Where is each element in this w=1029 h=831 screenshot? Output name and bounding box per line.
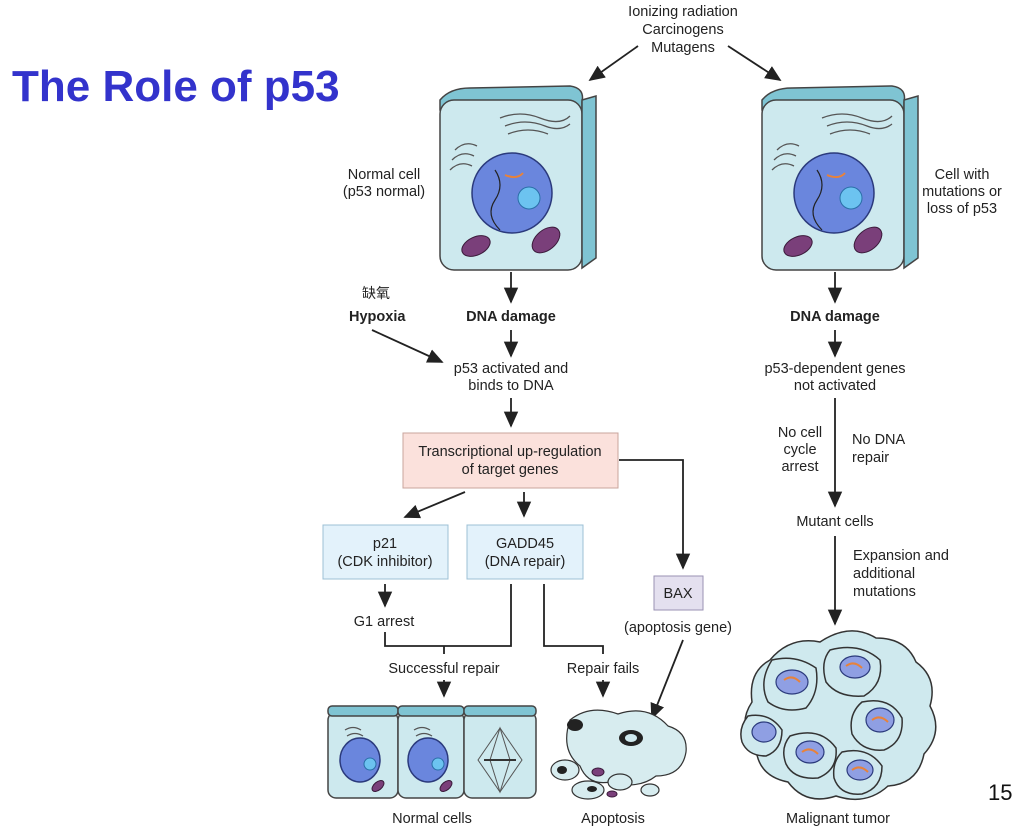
svg-text:mutations or: mutations or	[922, 184, 1002, 200]
gadd45-line1: GADD45	[496, 536, 554, 552]
svg-text:Ionizing radiation: Ionizing radiation	[628, 4, 738, 20]
g1-arrest-label: G1 arrest	[354, 614, 414, 630]
normal-cells-label: Normal cells	[392, 811, 472, 827]
svg-text:(p53 normal): (p53 normal)	[343, 184, 425, 200]
svg-text:binds to DNA: binds to DNA	[468, 378, 554, 394]
transcription-box	[402, 432, 619, 489]
svg-text:arrest: arrest	[781, 459, 818, 475]
normal-cells-illustration	[327, 705, 537, 799]
p21-box	[322, 524, 449, 580]
malignant-tumor-illustration	[740, 630, 937, 801]
slide-title: The Role of p53	[12, 62, 340, 111]
no-cell-cycle-arrest-label: No cell cycle arrest	[778, 425, 822, 475]
svg-text:Expansion and: Expansion and	[853, 548, 949, 564]
svg-text:additional: additional	[853, 566, 915, 582]
arrow-to-mutant-cell	[727, 45, 782, 81]
svg-text:p53-dependent genes: p53-dependent genes	[764, 361, 905, 377]
transcription-line2: of target genes	[462, 462, 559, 478]
gadd45-line2: (DNA repair)	[485, 554, 566, 570]
p53-activated-label: p53 activated and binds to DNA	[454, 361, 568, 394]
svg-text:Cell with: Cell with	[935, 167, 990, 183]
stimuli-label: Ionizing radiation Carcinogens Mutagens	[628, 4, 738, 56]
svg-text:loss of p53: loss of p53	[927, 201, 997, 217]
repair-fails-label: Repair fails	[567, 661, 640, 677]
normal-cell-illustration	[439, 85, 597, 271]
svg-text:Carcinogens: Carcinogens	[642, 22, 723, 38]
p21-line1: p21	[373, 536, 397, 552]
svg-text:Mutagens: Mutagens	[651, 40, 715, 56]
transcription-line1: Transcriptional up-regulation	[418, 444, 601, 460]
mutant-cell-illustration	[761, 85, 919, 271]
svg-text:p53 activated and: p53 activated and	[454, 361, 568, 377]
expansion-label: Expansion and additional mutations	[853, 548, 949, 600]
apoptosis-label: Apoptosis	[581, 811, 645, 827]
successful-repair-label: Successful repair	[388, 661, 499, 677]
apoptosis-illustration	[550, 709, 687, 800]
bax-label: BAX	[663, 586, 692, 602]
dna-damage-right-label: DNA damage	[790, 309, 880, 325]
no-dna-repair-label: No DNA repair	[852, 432, 906, 466]
svg-text:not activated: not activated	[794, 378, 876, 394]
normal-cell-label: Normal cell (p53 normal)	[343, 167, 425, 200]
malignant-tumor-label: Malignant tumor	[786, 811, 890, 827]
gadd45-box	[466, 524, 584, 580]
svg-text:Normal cell: Normal cell	[348, 167, 421, 183]
arrow-to-normal-cell	[588, 45, 639, 82]
dna-damage-left-label: DNA damage	[466, 309, 556, 325]
p53-not-activated-label: p53-dependent genes not activated	[764, 361, 905, 394]
bax-description: (apoptosis gene)	[624, 620, 732, 636]
svg-text:mutations: mutations	[853, 584, 916, 600]
svg-text:cycle: cycle	[783, 442, 816, 458]
hypoxia-label: Hypoxia	[349, 309, 406, 325]
page-number: 15	[988, 780, 1013, 805]
p21-line2: (CDK inhibitor)	[337, 554, 432, 570]
svg-text:No DNA: No DNA	[852, 432, 906, 448]
svg-text:repair: repair	[852, 450, 889, 466]
mutant-cells-label: Mutant cells	[796, 514, 873, 530]
bax-box	[653, 575, 704, 611]
svg-text:No cell: No cell	[778, 425, 822, 441]
hypoxia-chinese-label: 缺氧	[362, 285, 390, 301]
mutant-cell-label: Cell with mutations or loss of p53	[922, 167, 1002, 217]
